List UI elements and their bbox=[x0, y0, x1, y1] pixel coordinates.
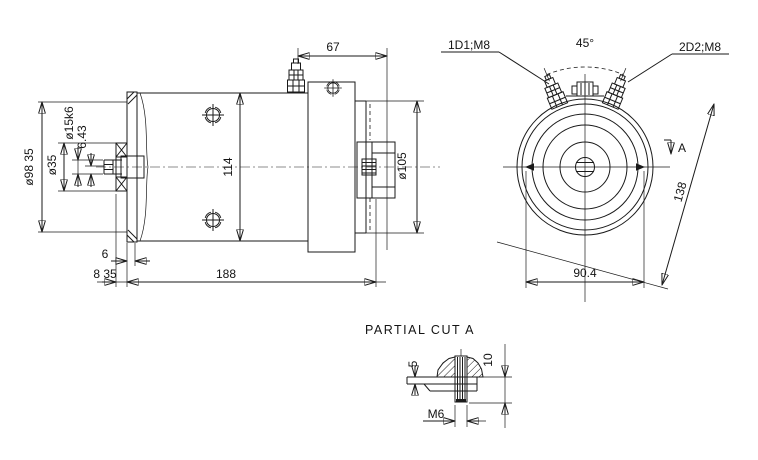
side-dimensions: 67 114 ø105 ø98 35 ø35 ø15k6 6.4 bbox=[22, 40, 424, 287]
mount-point-left bbox=[525, 163, 534, 171]
terminal-right-label: 2D2;M8 bbox=[679, 40, 721, 54]
body-screw-icon bbox=[201, 208, 225, 232]
partial-cut-view: PARTIAL CUT A 5 10 bbox=[365, 323, 512, 428]
dim-67-label: 67 bbox=[326, 40, 340, 54]
dim-835-label: 8 35 bbox=[93, 267, 117, 281]
boss-section-left bbox=[436, 356, 456, 378]
motor-body bbox=[137, 58, 356, 253]
terminal-stud-left bbox=[538, 71, 569, 110]
dim-904-label: 90.4 bbox=[573, 266, 597, 280]
mount-point-right bbox=[636, 163, 645, 171]
dim-35-label: ø35 bbox=[45, 154, 59, 175]
dim-138-label: 138 bbox=[671, 180, 690, 203]
dim-643-label: 6.43 bbox=[75, 125, 89, 149]
bearing-hub bbox=[115, 142, 145, 192]
rear-cover bbox=[355, 100, 396, 234]
dim-10-label: 10 bbox=[481, 353, 495, 367]
dim-5-label: 5 bbox=[406, 360, 420, 367]
front-dimensions: 45° 1D1;M8 2D2;M8 A 138 90.4 bbox=[441, 36, 729, 290]
terminal-stud-side bbox=[287, 58, 305, 93]
top-center-bolt bbox=[566, 81, 604, 97]
dim-98-label: ø98 35 bbox=[22, 148, 36, 186]
dim-188-label: 188 bbox=[216, 267, 236, 281]
shaft bbox=[103, 159, 122, 175]
front-view: 45° 1D1;M8 2D2;M8 A 138 90.4 bbox=[441, 36, 729, 302]
side-view: 67 114 ø105 ø98 35 ø35 ø15k6 6.4 bbox=[22, 40, 440, 287]
dim-114-label: 114 bbox=[221, 157, 235, 176]
dim-15k6-label: ø15k6 bbox=[62, 106, 76, 140]
partial-cut-title: PARTIAL CUT A bbox=[365, 323, 475, 337]
terminal-stud-right bbox=[601, 71, 632, 110]
section-a-label: A bbox=[678, 141, 686, 155]
terminal-left-label: 1D1;M8 bbox=[448, 38, 490, 52]
dim-6-label: 6 bbox=[102, 247, 109, 261]
body-screw-icon bbox=[201, 103, 225, 127]
cut-geometry bbox=[406, 349, 484, 403]
dim-45deg-label: 45° bbox=[576, 36, 594, 50]
thread-m6-label: M6 bbox=[428, 407, 445, 421]
dim-105-label: ø105 bbox=[395, 152, 409, 180]
mounting-flange bbox=[126, 91, 149, 243]
cut-dimensions: 5 10 M6 bbox=[406, 344, 512, 428]
